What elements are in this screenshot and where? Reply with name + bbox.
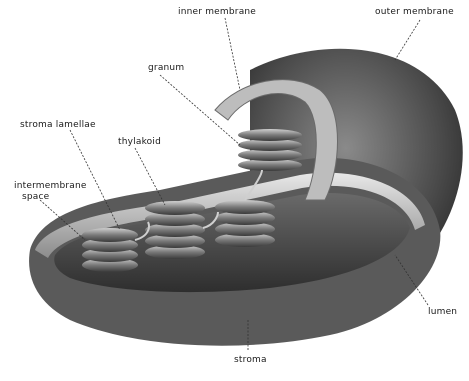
- granum-label: granum: [148, 63, 184, 73]
- stroma-label: stroma: [234, 355, 267, 365]
- thylakoid-label: thylakoid: [118, 137, 161, 147]
- intermembrane-space-label-line1: intermembrane: [14, 181, 87, 191]
- inner-membrane-label: inner membrane: [178, 7, 256, 17]
- stroma-lamellae-label: stroma lamellae: [20, 120, 96, 130]
- outer-membrane-label: outer membrane: [375, 7, 454, 17]
- intermembrane-space-label-line2: space: [22, 192, 50, 202]
- lumen-label: lumen: [428, 307, 457, 317]
- granum-stack-middle: [145, 201, 205, 259]
